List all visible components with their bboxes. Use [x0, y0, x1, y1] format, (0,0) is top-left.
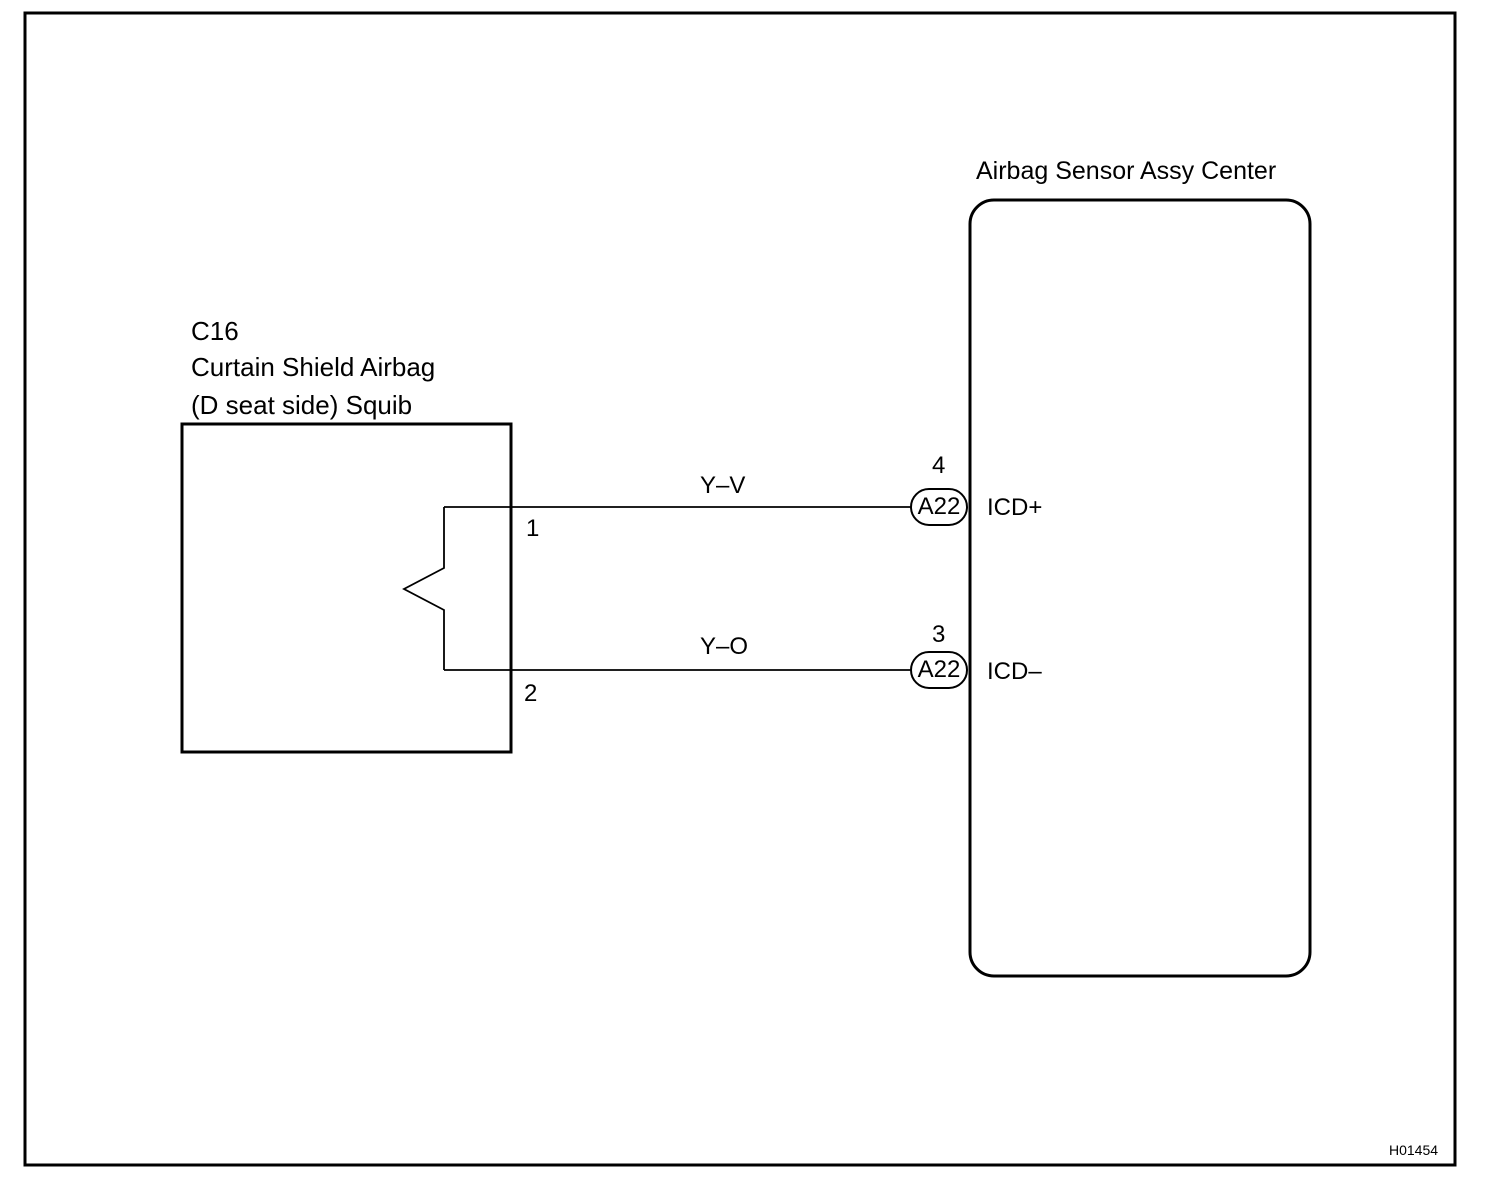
squib-box: [180, 422, 513, 754]
connector-a22-icd-minus: A22: [910, 651, 968, 689]
squib-pin-2: 2: [524, 680, 538, 707]
sensor-assy-title: Airbag Sensor Assy Center: [976, 157, 1277, 185]
wire-color-y-v: Y–V: [700, 472, 746, 499]
squib-symbol: [402, 507, 445, 670]
connector-pin-4: 4: [932, 452, 946, 479]
wire-color-y-o: Y–O: [700, 633, 749, 660]
terminal-icd-plus: ICD+: [987, 494, 1043, 521]
figure-id: H01454: [1389, 1142, 1439, 1158]
terminal-icd-minus: ICD–: [987, 658, 1042, 685]
squib-name-line1: Curtain Shield Airbag: [191, 352, 436, 382]
sensor-assy-box: [968, 198, 1312, 978]
squib-name-line2: (D seat side) Squib: [191, 390, 413, 420]
squib-pin-1: 1: [526, 515, 540, 542]
connector-pin-3: 3: [932, 621, 946, 648]
connector-a22-icd-plus: A22: [910, 488, 968, 526]
diagram-frame: [23, 11, 1457, 1167]
squib-code: C16: [191, 316, 239, 346]
